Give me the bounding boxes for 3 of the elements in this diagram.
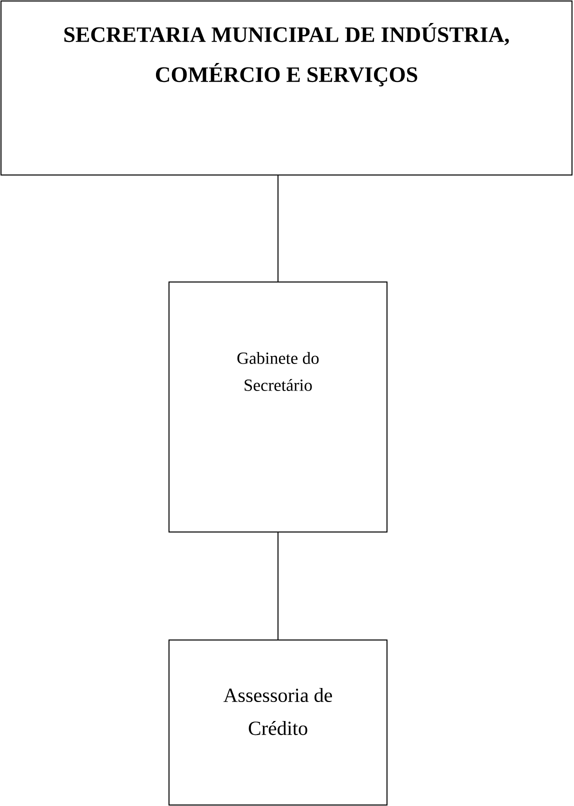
org-box: Assessoria de Crédito [168,640,388,806]
title-box: SECRETARIA MUNICIPAL DE INDÚSTRIA, COMÉRCIO E SERVIÇOS [0,0,572,176]
org-box: Gabinete do Secretário [168,282,388,532]
